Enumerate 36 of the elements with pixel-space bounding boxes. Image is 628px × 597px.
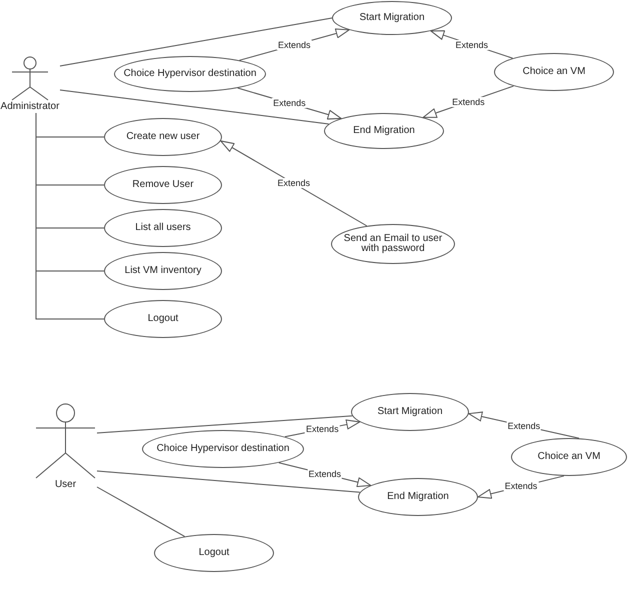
edge-label: Extends	[272, 98, 307, 108]
edge-label: Extends	[276, 40, 312, 50]
edge-label: Extends	[307, 469, 342, 480]
edge-label: Extends	[276, 178, 312, 188]
use-case-ellipse	[351, 393, 469, 431]
use-case-label: Choice an VM	[538, 451, 600, 463]
use-case-label: End Migration	[387, 491, 449, 503]
association-line	[96, 470, 360, 493]
use-case-label: Choice Hypervisor destination	[156, 443, 290, 455]
use-case-label: Start Migration	[359, 12, 425, 24]
edge-label: Extends	[454, 40, 490, 50]
use-case-ellipse	[358, 478, 478, 516]
edge-label: Extends	[305, 424, 340, 434]
use-case-label: Start Migration	[377, 406, 443, 418]
association-line	[96, 415, 353, 434]
use-case-label: Remove User	[132, 179, 194, 191]
use-case-label: List all users	[135, 222, 191, 234]
actor-label: User	[54, 479, 76, 491]
association-line	[36, 112, 104, 320]
use-case-label: Logout	[148, 313, 178, 325]
use-case-ellipse	[324, 113, 444, 149]
arrow	[220, 140, 368, 226]
use-case-label: Send an Email to user with password	[343, 234, 443, 254]
association-line	[96, 486, 186, 537]
edge-label: Extends	[504, 481, 538, 492]
use-case-label: End Migration	[353, 125, 415, 137]
association-line	[60, 18, 332, 66]
use-case-label: Choice Hypervisor destination	[124, 68, 256, 80]
association-line	[60, 90, 330, 124]
use-case-label: Choice an VM	[522, 66, 586, 78]
use-case-label: Logout	[198, 547, 230, 559]
use-case-label: Create new user	[126, 131, 200, 143]
actor-label: Administrator	[0, 101, 60, 113]
edge-label: Extends	[506, 420, 542, 431]
use-case-label: List VM inventory	[124, 265, 202, 277]
edge-label: Extends	[451, 96, 486, 107]
